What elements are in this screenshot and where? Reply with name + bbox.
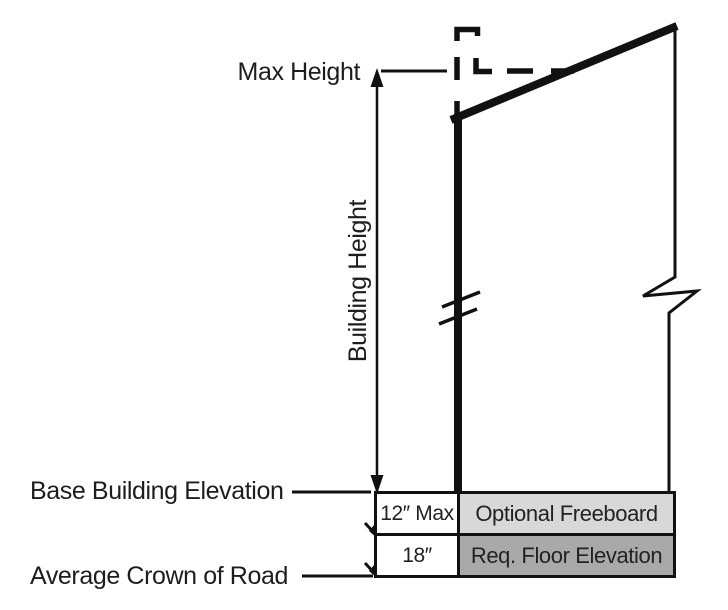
break-slash-2	[438, 307, 478, 326]
right-wall-line	[642, 27, 702, 492]
base-building-elevation-label: Base Building Elevation	[30, 477, 284, 505]
max-height-label: Max Height	[237, 58, 361, 86]
dashed-envelope-icon	[454, 26, 574, 119]
building-height-label: Building Height	[344, 199, 372, 363]
wall-break-icon	[438, 290, 481, 326]
floor-dimension-cell: 18″	[374, 533, 460, 578]
average-crown-of-road-label: Average Crown of Road	[30, 562, 288, 590]
freeboard-label: Optional Freeboard	[475, 500, 658, 526]
floor-label: Req. Floor Elevation	[470, 542, 663, 568]
freeboard-dimension-value: 12″ Max	[380, 501, 454, 525]
freeboard-dimension-cell: 12″ Max	[374, 491, 460, 536]
freeboard-label-cell: Optional Freeboard	[457, 491, 676, 536]
arrow-up-icon	[370, 68, 384, 87]
dashed-corner-mid	[473, 58, 492, 75]
floor-dimension-value: 18″	[402, 543, 432, 567]
floor-label-cell: Req. Floor Elevation	[457, 533, 676, 578]
break-slash-1	[441, 290, 481, 309]
dashed-corner-top	[454, 26, 481, 41]
roof-line	[449, 22, 679, 124]
